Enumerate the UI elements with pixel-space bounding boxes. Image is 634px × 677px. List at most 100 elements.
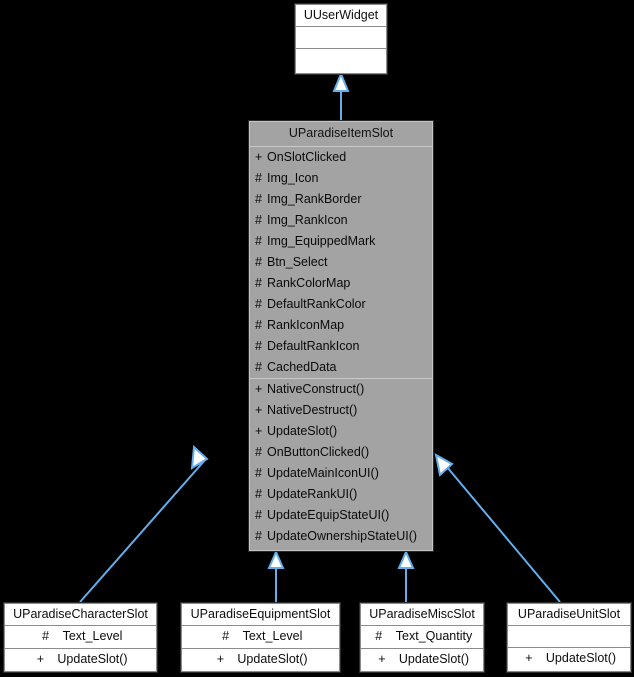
visibility-marker: + xyxy=(255,403,263,417)
class-name-compartment: UParadiseCharacterSlot xyxy=(5,604,156,625)
operations-compartment: + UpdateSlot() xyxy=(508,647,630,670)
visibility-marker: # xyxy=(255,171,262,185)
member-name: UpdateSlot() xyxy=(398,652,470,666)
class-name-compartment: UUserWidget xyxy=(296,5,386,26)
operation-row: #UpdateEquipStateUI() xyxy=(250,505,432,526)
member-name: DefaultRankIcon xyxy=(267,339,360,353)
attribute-row: # DefaultRankIcon xyxy=(250,336,432,357)
attribute-row: # RankIconMap xyxy=(250,315,432,336)
operations-compartment: + UpdateSlot() xyxy=(182,648,339,671)
class-name: UParadiseEquipmentSlot xyxy=(190,607,331,621)
class-name: UParadiseItemSlot xyxy=(250,122,432,146)
member-name: NativeDestruct() xyxy=(267,403,358,417)
class-box-uuserwidget[interactable]: UUserWidget xyxy=(294,3,388,75)
attributes-compartment: +OnSlotClicked#Img_Icon#Img_RankBorder#I… xyxy=(250,146,432,378)
attribute-row: # Text_Level xyxy=(5,626,156,648)
operation-row: + UpdateSlot() xyxy=(361,649,483,671)
edge-characterslot-to-itemslot xyxy=(79,444,209,603)
visibility-marker: # xyxy=(255,529,262,543)
attributes-compartment: #Text_Level xyxy=(182,625,339,648)
class-name-compartment: UParadiseEquipmentSlot xyxy=(182,604,339,625)
member-name: UpdateOwnershipStateUI() xyxy=(267,529,418,543)
class-name-compartment: UParadiseMiscSlot xyxy=(361,604,483,625)
operation-row: + NativeConstruct() xyxy=(250,379,432,400)
operations-compartment: + UpdateSlot() xyxy=(5,648,156,671)
visibility-marker: # xyxy=(255,213,262,227)
visibility-marker: + xyxy=(36,652,45,666)
operation-row: + UpdateSlot() xyxy=(508,648,630,670)
member-name: UpdateSlot() xyxy=(545,651,617,665)
member-name: Btn_Select xyxy=(267,255,328,269)
class-name-compartment: UParadiseItemSlot xyxy=(250,122,432,146)
member-name: RankIconMap xyxy=(267,318,345,332)
edge-itemslot-to-uuserwidget xyxy=(332,71,350,120)
class-box-uparadisecharacterslot[interactable]: UParadiseCharacterSlot # Text_Level + Upda… xyxy=(3,602,158,673)
member-name: CachedData xyxy=(267,360,337,374)
visibility-marker: + xyxy=(255,150,263,164)
operations-compartment xyxy=(296,48,386,70)
attributes-compartment xyxy=(508,625,630,647)
member-name: UpdateSlot() xyxy=(237,652,308,666)
attribute-row: # CachedData xyxy=(250,357,432,378)
visibility-marker: # xyxy=(375,629,383,643)
visibility-marker: # xyxy=(255,360,262,374)
member-name: Text_Level xyxy=(242,629,303,643)
attribute-row: # RankColorMap xyxy=(250,273,432,294)
attributes-compartment: # Text_Quantity xyxy=(361,625,483,648)
visibility-marker: # xyxy=(255,318,262,332)
operation-row: #UpdateMainIconUI() xyxy=(250,463,432,484)
member-name: UpdateRankUI() xyxy=(267,487,358,501)
attribute-row: #Img_RankBorder xyxy=(250,189,432,210)
class-box-uparadiseunitslot[interactable]: UParadiseUnitSlot + UpdateSlot() xyxy=(506,602,632,673)
operation-row: + UpdateSlot() xyxy=(182,649,339,671)
operation-row: + UpdateSlot() xyxy=(5,649,156,671)
visibility-marker: + xyxy=(378,652,386,666)
class-name-compartment: UParadiseUnitSlot xyxy=(508,604,630,625)
member-name: Img_EquippedMark xyxy=(267,234,376,248)
member-name: UpdateSlot() xyxy=(267,424,338,438)
operations-compartment: + UpdateSlot() xyxy=(361,648,483,671)
operation-row: + UpdateSlot() xyxy=(250,421,432,442)
member-name: UpdateSlot() xyxy=(57,652,128,666)
operations-compartment: + NativeConstruct() + NativeDestruct() + Upda… xyxy=(250,378,432,547)
visibility-marker: # xyxy=(255,276,262,290)
class-box-uparadisemiscslot[interactable]: UParadiseMiscSlot # Text_Quantity + Update… xyxy=(359,602,485,673)
attribute-row: #DefaultRankColor xyxy=(250,294,432,315)
attribute-row: #Img_RankIcon xyxy=(250,210,432,231)
visibility-marker: + xyxy=(216,652,225,666)
visibility-marker: # xyxy=(42,629,50,643)
attribute-row: # Img_EquippedMark xyxy=(250,231,432,252)
member-name: OnSlotClicked xyxy=(267,150,347,164)
attributes-compartment xyxy=(296,26,386,48)
visibility-marker: # xyxy=(255,297,262,311)
class-box-uparadiseitemslot[interactable]: UParadiseItemSlot + OnSlotClicked # Img_Ico… xyxy=(248,120,434,552)
edge-unitslot-to-itemslot xyxy=(434,453,561,603)
operation-row: # OnButtonClicked() xyxy=(250,442,432,463)
attribute-row: + OnSlotClicked xyxy=(250,147,432,168)
visibility-marker: # xyxy=(255,445,262,459)
visibility-marker: + xyxy=(525,651,533,665)
attribute-row: # Img_Icon xyxy=(250,168,432,189)
class-name: UUserWidget xyxy=(303,8,379,22)
member-name: Text_Quantity xyxy=(395,629,473,643)
member-name: OnButtonClicked() xyxy=(267,445,370,459)
visibility-marker: # xyxy=(255,192,262,206)
class-name: UParadiseUnitSlot xyxy=(517,607,621,621)
attribute-row: #Btn_Select xyxy=(250,252,432,273)
class-box-uparadiseequipmentslot[interactable]: UParadiseEquipmentSlot #Text_Level + Upda… xyxy=(180,602,341,673)
member-name: Img_Icon xyxy=(267,171,319,185)
visibility-marker: + xyxy=(255,382,263,396)
visibility-marker: # xyxy=(255,234,262,248)
edge-miscslot-to-itemslot xyxy=(397,549,415,602)
class-name: UParadiseCharacterSlot xyxy=(13,607,148,621)
member-name: Text_Level xyxy=(62,629,123,643)
visibility-marker: # xyxy=(255,339,262,353)
operation-row: # UpdateOwnershipStateUI() xyxy=(250,526,432,547)
attribute-row: # Text_Quantity xyxy=(361,626,483,648)
attributes-compartment: # Text_Level xyxy=(5,625,156,648)
member-name: NativeConstruct() xyxy=(267,382,365,396)
visibility-marker: + xyxy=(255,424,263,438)
class-name: UParadiseMiscSlot xyxy=(369,607,475,621)
member-name: RankColorMap xyxy=(267,276,351,290)
